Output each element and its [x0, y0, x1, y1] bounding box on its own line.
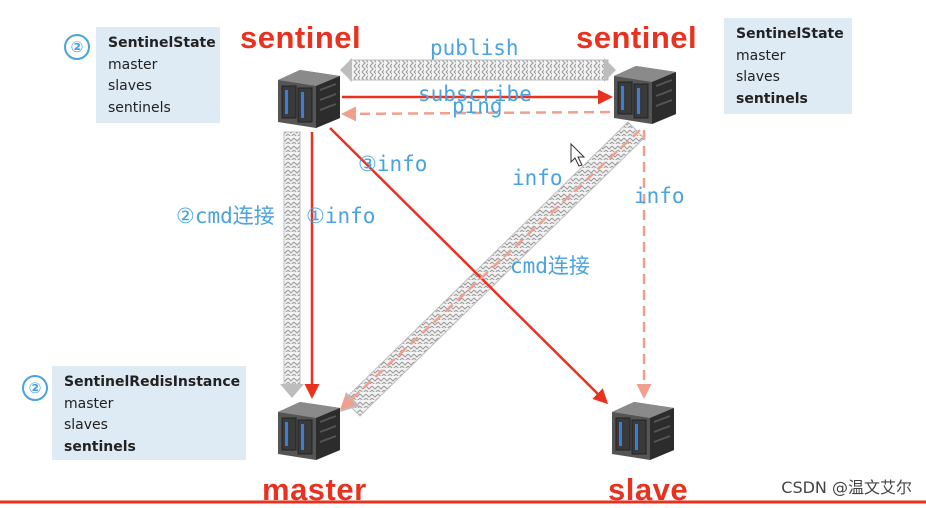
box-line: slaves [64, 417, 108, 433]
server-icon-slave [612, 402, 674, 460]
server-icon-master [278, 402, 340, 460]
label-info-right: info [634, 184, 685, 208]
label-info-diagonal: info [512, 166, 563, 190]
title-sentinel-right: sentinel [576, 20, 698, 55]
title-master: master [262, 472, 367, 507]
step-marker-bottom-left: ② [22, 375, 48, 401]
box-line: master [736, 47, 786, 64]
box-line: master [64, 395, 114, 412]
box-line: SentinelRedisInstance [64, 374, 241, 390]
box-line: slaves [736, 69, 780, 85]
box-line: slaves [108, 78, 152, 94]
label-subscribe: subscribe [418, 82, 532, 106]
ping-arrow [341, 106, 611, 122]
label-publish: publish [430, 36, 519, 60]
label-ping: ping [452, 94, 503, 118]
server-icon-sentinel-right [614, 66, 676, 124]
sentinel-state-box-right: SentinelState master slaves sentinels [724, 18, 852, 114]
cursor-icon [570, 142, 586, 167]
box-line: SentinelState [108, 35, 216, 51]
label-info-1: ①info [306, 204, 376, 228]
server-icon-sentinel-left [278, 70, 340, 128]
box-line: SentinelState [736, 26, 844, 42]
sentinel-state-box-left: SentinelState master slaves sentinels [96, 27, 220, 123]
sentinel-redis-instance-box: SentinelRedisInstance master slaves sent… [52, 366, 246, 460]
box-line: sentinels [736, 90, 808, 107]
step-marker-top-left: ② [64, 34, 90, 60]
label-cmd-diagonal: cmd连接 [510, 254, 590, 278]
cmd-band-left [280, 131, 304, 398]
label-info-3: ③info [358, 152, 428, 176]
info-diagonal-arrow [339, 129, 641, 411]
box-line: sentinels [64, 438, 136, 455]
watermark: CSDN @温文艾尔 [781, 478, 912, 497]
label-cmd-left: ②cmd连接 [176, 204, 275, 228]
title-sentinel-left: sentinel [240, 20, 362, 55]
box-line: sentinels [108, 99, 171, 116]
box-line: master [108, 56, 158, 73]
title-slave: slave [608, 472, 689, 507]
info-3-arrow [329, 127, 609, 405]
pubsub-band [340, 58, 616, 82]
